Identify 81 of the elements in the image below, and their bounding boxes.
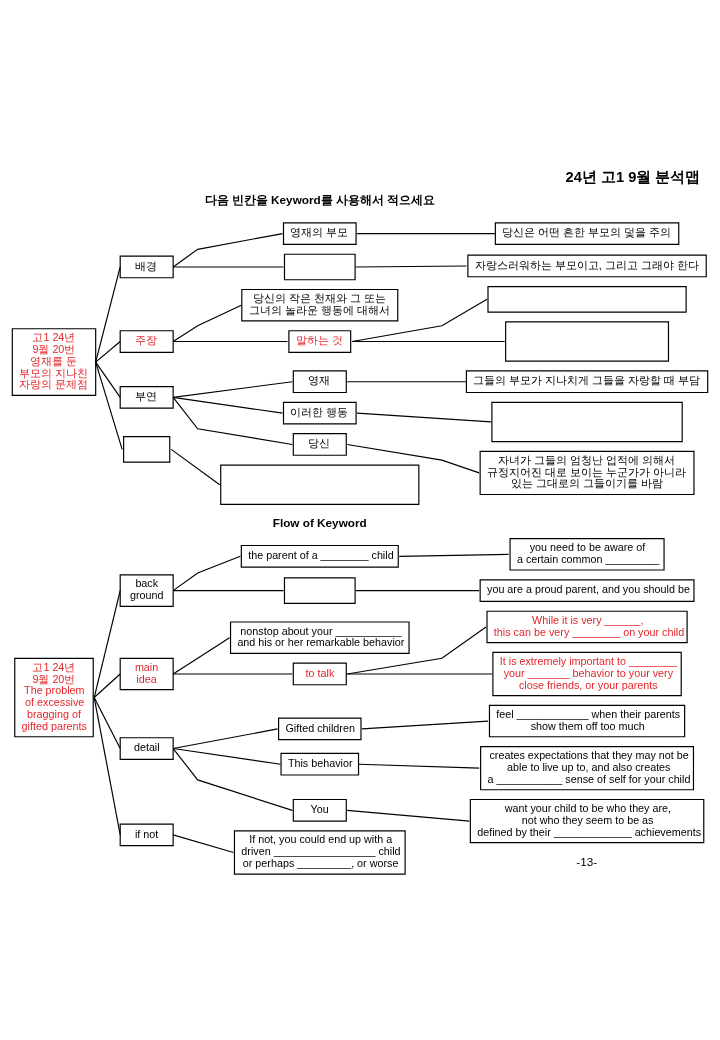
label: 다음 빈칸을 Keyword를 사용해서 적으세요: [204, 192, 436, 206]
label: -13-: [576, 854, 598, 868]
connector: [172, 232, 284, 268]
node-box: 이러한 행동: [282, 401, 357, 424]
node-box: [283, 576, 356, 604]
node-box: It is extremely important to ________ your _______ behavior to your very close friends, or your parents: [492, 651, 682, 696]
connector: [172, 727, 279, 749]
connector: [355, 589, 480, 591]
connector: [172, 396, 293, 445]
node-box: want your child to be who they are, not who they seem to be as defined by their _____________ achievements: [469, 798, 705, 843]
node-box: [283, 253, 356, 280]
node-box: 당신은 어떤 흔한 부모의 덫을 주의: [494, 221, 680, 245]
connector: [172, 636, 231, 675]
node-box: back ground: [119, 573, 174, 607]
connector: [95, 265, 121, 363]
node-box: 영재의 부모: [282, 221, 357, 245]
connector: [172, 833, 235, 853]
node-box: the parent of a ________ child: [240, 544, 399, 568]
node-box: While it is very ______, this can be very ________ on your child: [486, 610, 688, 643]
node-box: 고1 24년 9월 20번 영재를 둔 부모의 지나친 자랑의 문제점: [11, 327, 97, 396]
connector: [351, 340, 506, 342]
connector: [356, 232, 496, 234]
connector: [172, 396, 284, 414]
node-box: 자녀가 그들의 엄청난 업적에 의해서 규정지어진 대로 보이는 누군가가 아니라 있는 그대로의 그들이기를 바람: [479, 450, 695, 495]
connector: [93, 696, 121, 749]
node-box: 당신의 작은 천재와 그 또는 그녀의 놀라운 행동에 대해서: [241, 288, 399, 321]
connector: [172, 672, 293, 675]
node-box: you need to be aware of a certain common _________: [509, 537, 665, 571]
node-box: 그들의 부모가 지나치게 그들을 자랑할 때 부담: [465, 369, 709, 393]
node-box: you are a proud parent, and you should be: [479, 578, 695, 602]
node-box: [220, 464, 420, 505]
connector: [93, 696, 121, 835]
connector: [95, 340, 121, 363]
connector: [172, 747, 282, 765]
connector: [95, 361, 121, 398]
connector: [172, 265, 285, 268]
node-box: [487, 285, 687, 313]
connector: [172, 555, 241, 591]
connector: [346, 809, 470, 822]
node-box: nonstop about your ___________ and his or her remarkable behavior: [229, 620, 410, 654]
node-box: 자랑스러워하는 부모이고, 그리고 그래야 한다: [467, 254, 707, 277]
connector: [172, 747, 293, 811]
node-box: Gifted children: [278, 717, 362, 740]
connector: [172, 340, 288, 342]
node-box: feel ____________ when their parents show them off too much: [488, 704, 686, 737]
node-box: [505, 320, 670, 362]
connector: [93, 672, 121, 698]
node-box: This behavior: [280, 752, 360, 776]
node-box: detail: [119, 736, 174, 760]
connector: [95, 361, 123, 450]
node-box: if not: [119, 822, 174, 846]
connector: [346, 380, 467, 382]
connector: [93, 589, 121, 698]
node-box: 배경: [119, 255, 174, 278]
connector: [355, 264, 467, 268]
connector: [398, 553, 510, 557]
node-box: to talk: [292, 662, 347, 685]
node-box: 부연: [119, 385, 174, 409]
connector: [346, 443, 480, 473]
node-box: [123, 435, 171, 463]
node-box: 고1 24년 9월 20번 The problem of excessive bragging of gifted parents: [14, 657, 94, 737]
node-box: 당신: [292, 432, 347, 456]
node-box: 말하는 것: [288, 329, 352, 353]
connector: [356, 412, 492, 422]
connector: [358, 763, 480, 769]
node-box: [491, 401, 683, 442]
node-box: creates expectations that they may not be able to live up to, and also creates a ___________ sense of self for your child: [480, 745, 695, 790]
diagram-title: 24년 고1 9월 분석맵: [565, 168, 701, 185]
node-box: main idea: [119, 657, 174, 690]
connector: [172, 304, 242, 342]
label: Flow of Keyword: [272, 515, 367, 529]
node-box: If not, you could end up with a driven _________________ child or perhaps _________, or worse: [233, 829, 406, 875]
node-box: You: [292, 798, 347, 822]
connector: [351, 298, 488, 342]
connector: [170, 448, 221, 485]
connector: [361, 720, 489, 729]
node-box: 영재: [292, 369, 347, 393]
connector: [172, 589, 285, 591]
connector: [346, 672, 493, 675]
node-box: 주장: [119, 329, 174, 353]
connector: [172, 380, 293, 398]
